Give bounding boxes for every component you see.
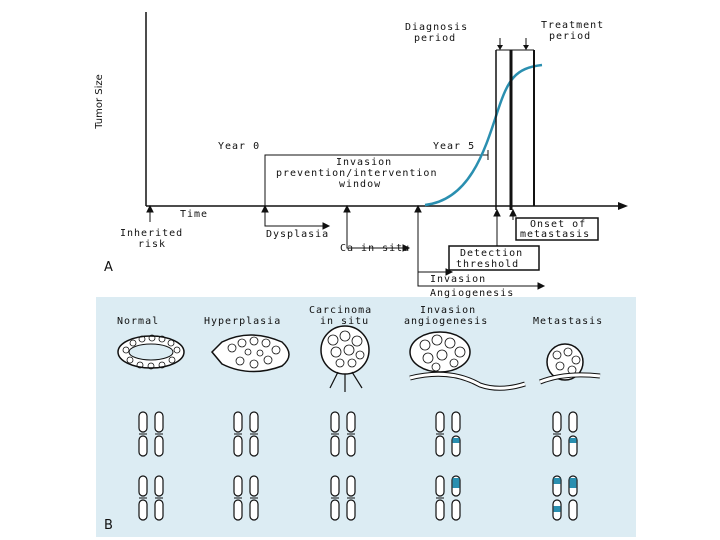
- year5-label: Year 5: [433, 141, 476, 152]
- diagnosis-label-1: Diagnosis: [405, 22, 469, 33]
- carcinoma-in-situ-illustration: [320, 325, 370, 392]
- detection-threshold-label-1: Detection: [460, 248, 524, 259]
- diagnosis-label-2: period: [414, 33, 457, 44]
- inherited-risk-label-1: Inherited: [120, 228, 184, 239]
- invasion-angiogenesis-illustration: [409, 331, 526, 391]
- panel-a-letter: A: [104, 260, 114, 275]
- stage-normal-label: Normal: [117, 316, 160, 327]
- invasion-label: Invasion: [430, 274, 487, 285]
- onset-metastasis-label-1: Onset of: [530, 219, 587, 230]
- stage-invasion-label-2: angiogenesis: [404, 316, 489, 327]
- stage-carcinoma-label-2: in situ: [320, 316, 370, 327]
- stage-leaders: [264, 222, 546, 290]
- window-label-3: window: [339, 179, 382, 190]
- chromosome-pairs-row-2: [138, 475, 578, 521]
- x-axis-arrowhead: [618, 202, 628, 210]
- stage-invasion-label-1: Invasion: [420, 305, 477, 316]
- window-label-2: prevention/intervention: [276, 168, 438, 179]
- angiogenesis-label: Angiogenesis: [430, 288, 515, 299]
- stage-metastasis-label: Metastasis: [533, 316, 604, 327]
- onset-metastasis-box: [515, 217, 599, 241]
- window-label-1: Invasion: [336, 157, 393, 168]
- metastasis-illustration: [539, 343, 601, 385]
- milestone-arrows: [146, 204, 517, 280]
- detection-threshold-label-2: threshold: [456, 259, 520, 270]
- detection-threshold-box: [448, 245, 540, 271]
- ca-in-situ-label: Ca in situ: [340, 243, 411, 254]
- stage-hyperplasia-label: Hyperplasia: [204, 316, 282, 327]
- onset-metastasis-label-2: metastasis: [520, 229, 591, 240]
- panel-b-letter: B: [104, 518, 114, 533]
- year0-label: Year 0: [218, 141, 261, 152]
- dysplasia-label: Dysplasia: [266, 229, 330, 240]
- normal-tissue-illustration: [117, 334, 185, 370]
- treatment-label-1: Treatment: [541, 20, 605, 31]
- hyperplasia-tissue-illustration: [210, 334, 290, 373]
- treatment-label-2: period: [549, 31, 592, 42]
- inherited-risk-label-2: risk: [138, 239, 167, 250]
- chromosome-pairs-row-1: [138, 411, 578, 457]
- time-label: Time: [180, 209, 209, 220]
- panel-a-timeline: [96, 8, 636, 295]
- window-box: [264, 154, 488, 206]
- stage-carcinoma-label-1: Carcinoma: [309, 305, 373, 316]
